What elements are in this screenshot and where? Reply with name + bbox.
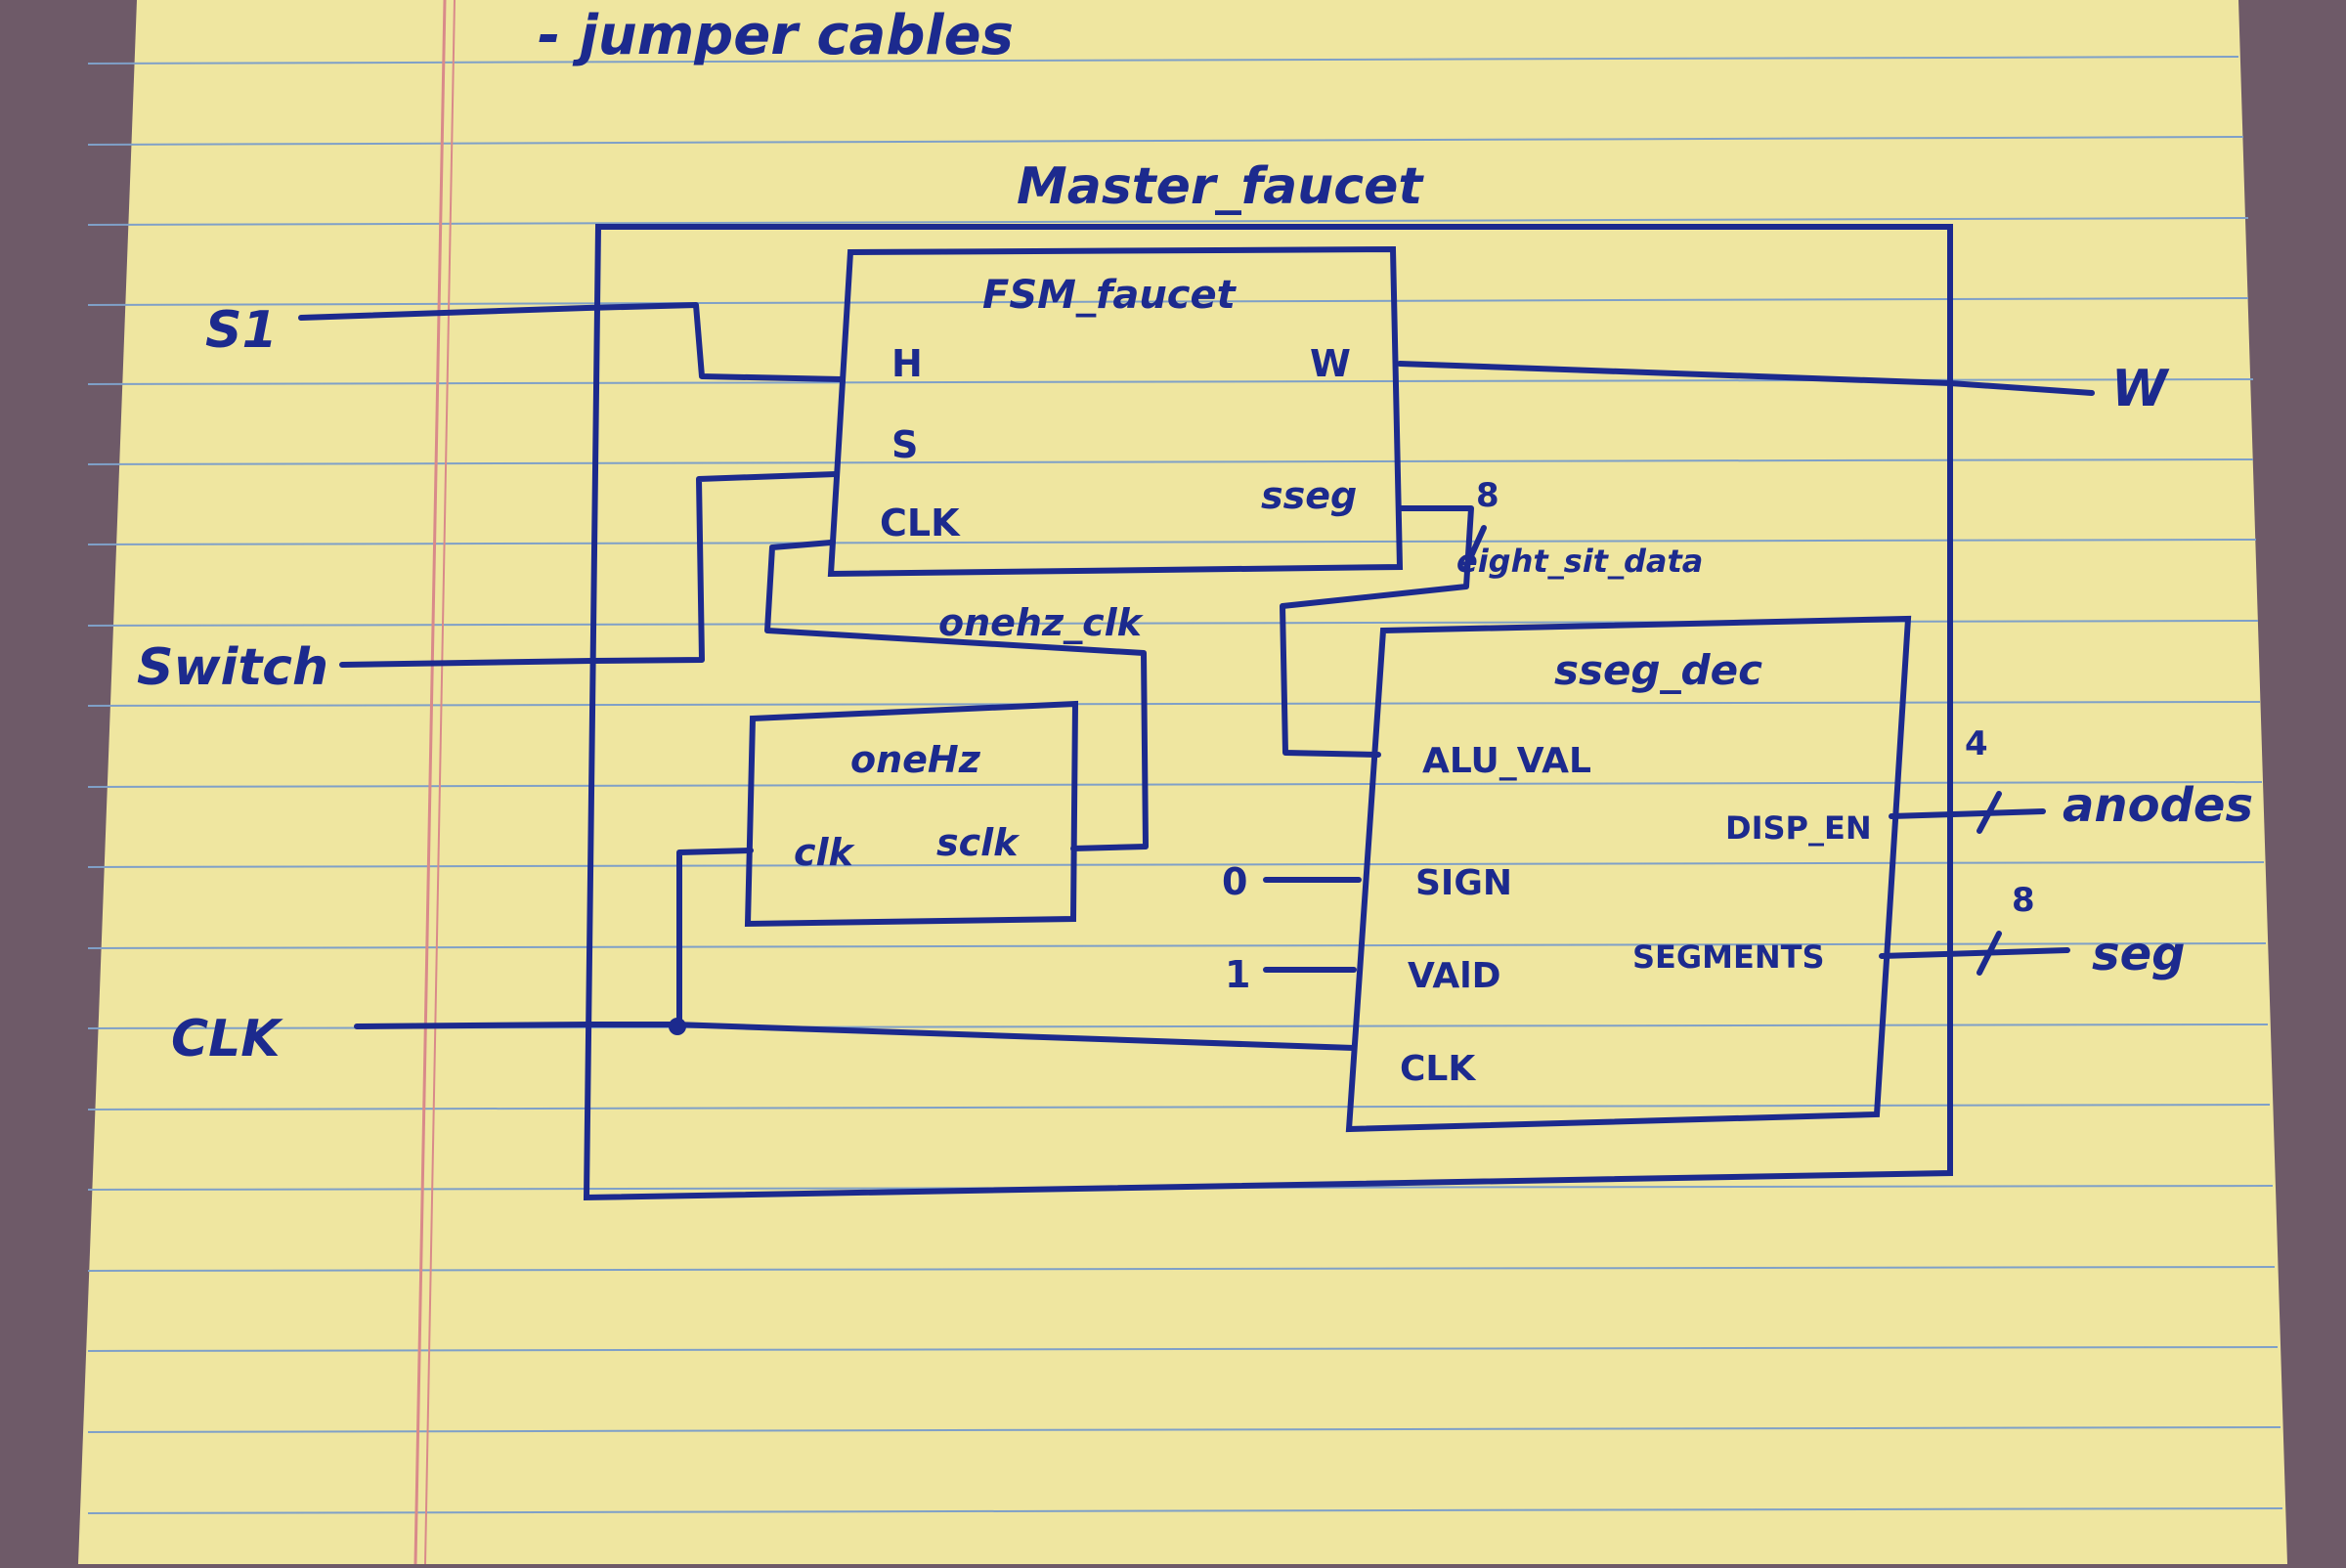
const-sign-value: 0 bbox=[1222, 860, 1247, 903]
output-anodes-label: anodes bbox=[2063, 778, 2253, 833]
output-w-label: W bbox=[2111, 360, 2170, 418]
onehz-port-sclk: sclk bbox=[936, 821, 1021, 864]
fsm-port-clk: CLK bbox=[880, 501, 961, 544]
wire-seg-output bbox=[1879, 947, 2070, 959]
wire-sseg-to-alu bbox=[1280, 505, 1474, 758]
notepad-page bbox=[78, 0, 2287, 1565]
signal-eight-bit-data: eight_sit_data bbox=[1456, 543, 1703, 580]
wire-w-output bbox=[1397, 361, 2095, 396]
master-faucet-box bbox=[583, 224, 1953, 1201]
fsm-port-s: S bbox=[891, 423, 918, 466]
bus-width-seg: 8 bbox=[2012, 881, 2035, 920]
onehz-title: oneHz bbox=[850, 738, 981, 781]
input-switch-label: Switch bbox=[137, 638, 328, 697]
fsm-faucet-box bbox=[827, 245, 1404, 578]
ssegdec-port-segments: SEGMENTS bbox=[1632, 938, 1825, 976]
top-module-title: Master_faucet bbox=[1017, 157, 1424, 216]
fsm-title: FSM_faucet bbox=[982, 273, 1238, 318]
input-s1-label: S1 bbox=[205, 301, 278, 360]
ssegdec-port-clk: CLK bbox=[1400, 1049, 1476, 1089]
sseg-dec-box bbox=[1345, 615, 1912, 1133]
bus-slash-anodes bbox=[1977, 791, 2002, 834]
bus-slash-seg bbox=[1977, 931, 2002, 976]
ssegdec-port-alu-val: ALU_VAL bbox=[1422, 741, 1591, 781]
wire-clk-main bbox=[354, 1022, 1357, 1051]
margin-line-2 bbox=[424, 0, 456, 1565]
wire-onehz-clk bbox=[764, 540, 1149, 851]
signal-onehz-clk: onehz_clk bbox=[938, 601, 1145, 644]
fsm-port-w: W bbox=[1310, 342, 1351, 385]
header-text: - jumper cables bbox=[538, 4, 1014, 67]
wire-anodes-output bbox=[1889, 808, 2046, 819]
wire-clk-to-onehz bbox=[676, 848, 754, 1027]
wire-s1-to-h bbox=[298, 302, 844, 382]
ssegdec-port-valid: VAlD bbox=[1408, 956, 1501, 996]
ssegdec-port-sign: SIGN bbox=[1415, 863, 1512, 903]
margin-line bbox=[413, 0, 447, 1565]
bus-slash-sseg bbox=[1463, 525, 1487, 570]
onehz-box bbox=[744, 700, 1079, 928]
bus-width-sseg: 8 bbox=[1476, 476, 1499, 515]
fsm-port-sseg: sseg bbox=[1261, 474, 1357, 517]
wire-switch-to-s bbox=[339, 471, 839, 668]
clk-junction-dot bbox=[669, 1018, 686, 1035]
output-seg-label: seg bbox=[2092, 927, 2185, 981]
input-clk-label: CLK bbox=[171, 1010, 283, 1068]
ssegdec-port-disp-en: DISP_EN bbox=[1725, 809, 1872, 847]
fsm-port-h: H bbox=[891, 342, 923, 385]
ssegdec-title: sseg_dec bbox=[1554, 646, 1762, 694]
bus-width-anodes: 4 bbox=[1965, 724, 1988, 763]
onehz-port-clk: clk bbox=[794, 831, 856, 874]
const-valid-value: 1 bbox=[1225, 953, 1250, 996]
